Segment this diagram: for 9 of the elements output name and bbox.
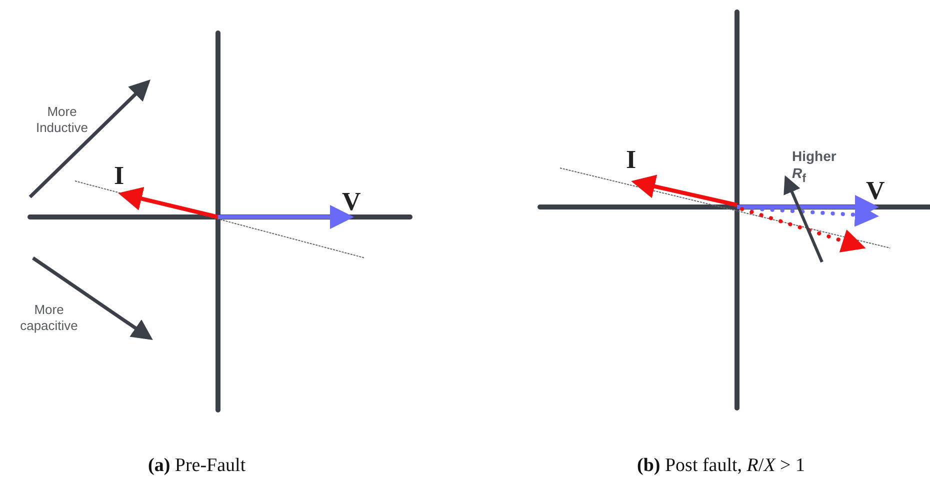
phasor-label: V <box>866 175 885 206</box>
annotation-text: More capacitive <box>19 302 79 334</box>
caption: (b) Post fault, R/X > 1 <box>637 455 806 478</box>
phasor-label: I <box>114 160 124 192</box>
annotation-text: More Inductive <box>34 104 90 136</box>
caption: (a) Pre-Fault <box>148 455 246 478</box>
phasor-label: V <box>342 186 361 218</box>
annotation-text: Higher R$_{f}$ <box>792 148 838 186</box>
phasor-label: I <box>626 144 636 176</box>
